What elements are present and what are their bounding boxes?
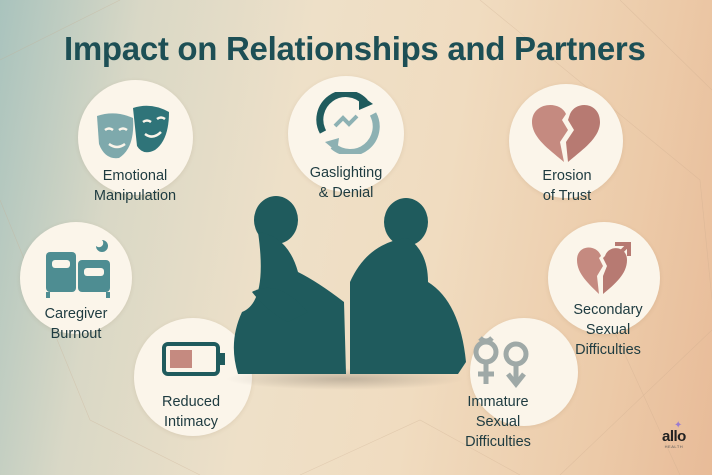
immature-sexual-difficulties-label: Immature Sexual Difficulties — [465, 394, 531, 450]
page-title: Impact on Relationships and Partners — [64, 30, 646, 67]
broken-heart-icon — [532, 104, 600, 162]
emotional-manipulation-card — [78, 80, 193, 195]
secondary-sexual-difficulties-label: Secondary Sexual Difficulties — [573, 302, 643, 358]
gaslighting-denial-label: Gaslighting & Denial — [309, 165, 383, 201]
broken-heart-male-icon — [577, 242, 631, 294]
couple-silhouette-illustration — [233, 196, 466, 374]
emotional-manipulation-label: Emotional Manipulation — [93, 168, 177, 204]
sparkle-icon: ✦ — [674, 420, 683, 431]
erosion-of-trust-label: Erosion of Trust — [542, 168, 592, 204]
erosion-of-trust-card — [509, 84, 623, 198]
allo-health-logo: ✦ allo HEALTH — [662, 420, 686, 449]
reduced-intimacy-card — [134, 318, 252, 436]
theater-masks-icon — [97, 105, 169, 159]
low-battery-icon — [162, 342, 225, 376]
refresh-cycle-icon — [316, 92, 380, 154]
gender-symbols-icon — [473, 336, 529, 388]
separate-beds-icon — [46, 240, 110, 298]
caregiver-burnout-label: Caregiver Burnout — [44, 306, 108, 342]
reduced-intimacy-label: Reduced Intimacy — [161, 394, 221, 430]
